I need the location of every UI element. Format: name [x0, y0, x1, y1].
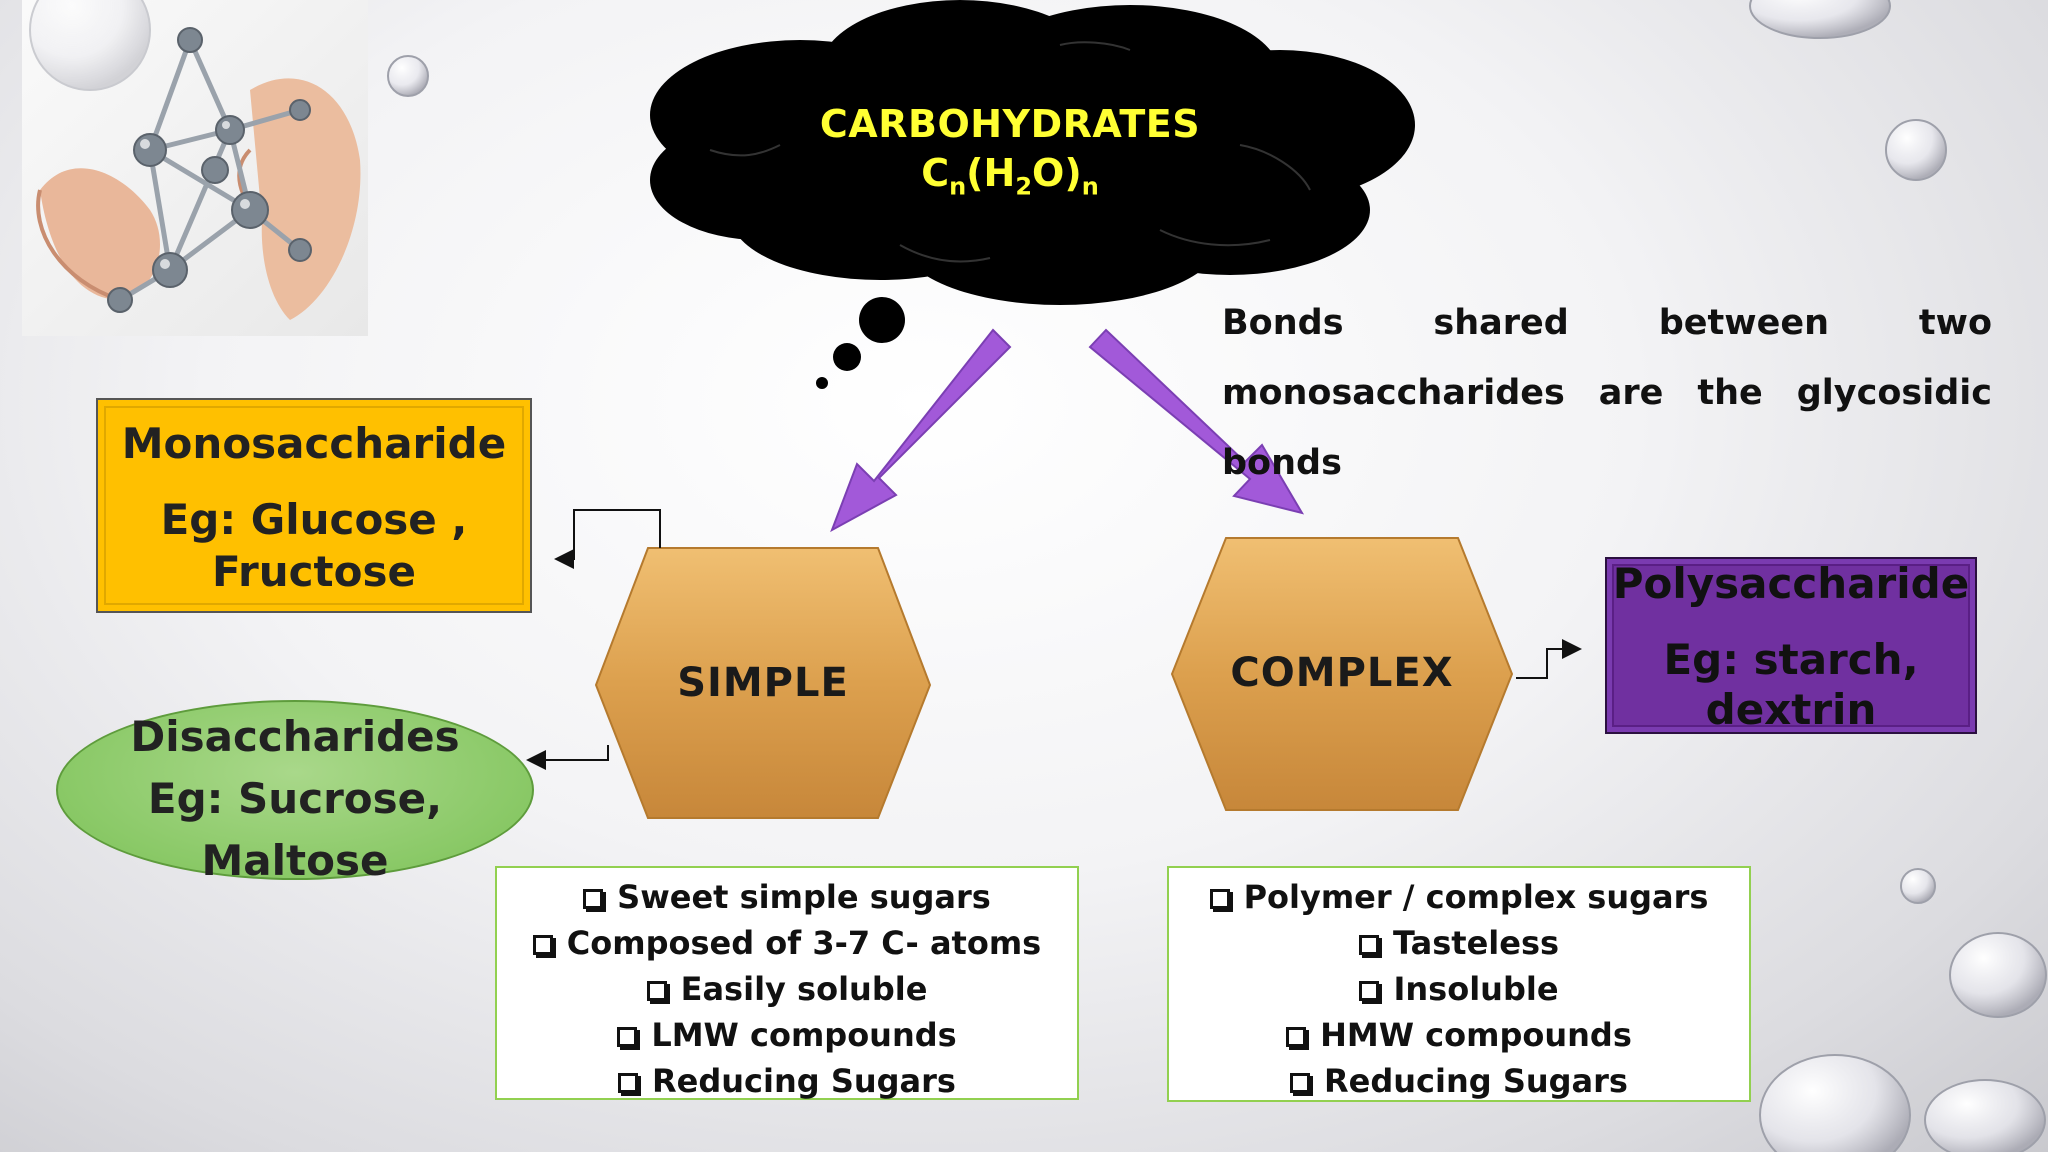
note-word: between [1658, 303, 1829, 343]
formula-part: O) [1032, 151, 1082, 195]
note-word: two [1918, 303, 1992, 343]
disaccharides-example: Maltose [201, 836, 389, 885]
note-line-1: Bonds shared between two [1222, 288, 1992, 358]
glycosidic-note: Bonds shared between two monosaccharides… [1222, 288, 1992, 498]
monosaccharide-box: Monosaccharide Eg: Glucose , Fructose [96, 398, 532, 613]
simple-properties-list: Sweet simple sugars Composed of 3-7 C- a… [497, 874, 1077, 1104]
list-item-text: Polymer / complex sugars [1243, 878, 1709, 916]
list-item-text: Reducing Sugars [1324, 1062, 1628, 1100]
disaccharides-example: Eg: Sucrose, [147, 774, 443, 823]
list-item: Polymer / complex sugars [1169, 874, 1749, 920]
list-item-text: LMW compounds [651, 1016, 957, 1054]
polysaccharide-example: Eg: starch, [1663, 635, 1919, 684]
checkbox-icon [583, 889, 604, 909]
checkbox-icon [1358, 935, 1379, 955]
cloud-text: CARBOHYDRATES Cn(H2O)n [700, 100, 1320, 212]
list-item-text: Sweet simple sugars [617, 878, 991, 916]
water-droplet-icon [29, 0, 2047, 1152]
list-item: Tasteless [1169, 920, 1749, 966]
polysaccharide-box: Polysaccharide Eg: starch, dextrin [1605, 557, 1977, 734]
list-item: Composed of 3-7 C- atoms [497, 920, 1077, 966]
list-item: Easily soluble [497, 966, 1077, 1012]
list-item-text: Composed of 3-7 C- atoms [566, 924, 1042, 962]
checkbox-icon [1359, 981, 1380, 1001]
note-word: Bonds [1222, 303, 1344, 343]
list-item: Insoluble [1169, 966, 1749, 1012]
polysaccharide-title: Polysaccharide [1612, 559, 1970, 608]
formula-sub: 2 [1015, 172, 1033, 201]
checkbox-icon [646, 981, 667, 1001]
monosaccharide-example: Fructose [212, 547, 416, 596]
list-item-text: Insoluble [1393, 970, 1559, 1008]
molecule-photo [22, 0, 368, 336]
disaccharides-title: Disaccharides [130, 712, 460, 761]
cloud-contours [709, 41, 1311, 263]
note-line-2: monosaccharides are the glycosidic bonds [1222, 373, 1992, 483]
list-item: HMW compounds [1169, 1012, 1749, 1058]
checkbox-icon [1286, 1027, 1307, 1047]
list-item: Reducing Sugars [497, 1058, 1077, 1104]
formula-sub: n [1081, 172, 1099, 201]
connector-arrows [526, 509, 1582, 770]
polysaccharide-example: dextrin [1705, 685, 1877, 734]
list-item-text: HMW compounds [1320, 1016, 1632, 1054]
simple-label: SIMPLE [677, 660, 849, 706]
monosaccharide-title: Monosaccharide [121, 419, 507, 468]
complex-properties-list: Polymer / complex sugars Tasteless Insol… [1169, 874, 1749, 1104]
list-item: Reducing Sugars [1169, 1058, 1749, 1104]
branch-arrows [830, 328, 1305, 533]
disaccharides-ellipse: Disaccharides Eg: Sucrose, Maltose [56, 700, 534, 885]
checkbox-icon [532, 935, 553, 955]
simple-properties-box: Sweet simple sugars Composed of 3-7 C- a… [495, 866, 1079, 1100]
checkbox-icon [618, 1073, 639, 1093]
simple-hexagon [594, 547, 932, 819]
formula-base: C [921, 151, 950, 195]
carbohydrates-formula: Cn(H2O)n [700, 148, 1320, 212]
list-item-text: Tasteless [1392, 924, 1560, 962]
checkbox-icon [617, 1027, 638, 1047]
list-item: LMW compounds [497, 1012, 1077, 1058]
complex-hexagon [1170, 537, 1514, 811]
carbohydrates-title: CARBOHYDRATES [819, 102, 1201, 146]
list-item: Sweet simple sugars [497, 874, 1077, 920]
monosaccharide-example: Eg: Glucose , [160, 495, 468, 544]
note-word: shared [1433, 303, 1569, 343]
complex-properties-box: Polymer / complex sugars Tasteless Insol… [1167, 866, 1751, 1102]
formula-sub: n [949, 172, 967, 201]
complex-label: COMPLEX [1230, 650, 1454, 696]
checkbox-icon [1290, 1073, 1311, 1093]
cloud-shape [650, 0, 1415, 389]
formula-part: (H [966, 151, 1016, 195]
checkbox-icon [1209, 889, 1230, 909]
list-item-text: Easily soluble [680, 970, 928, 1008]
list-item-text: Reducing Sugars [652, 1062, 956, 1100]
